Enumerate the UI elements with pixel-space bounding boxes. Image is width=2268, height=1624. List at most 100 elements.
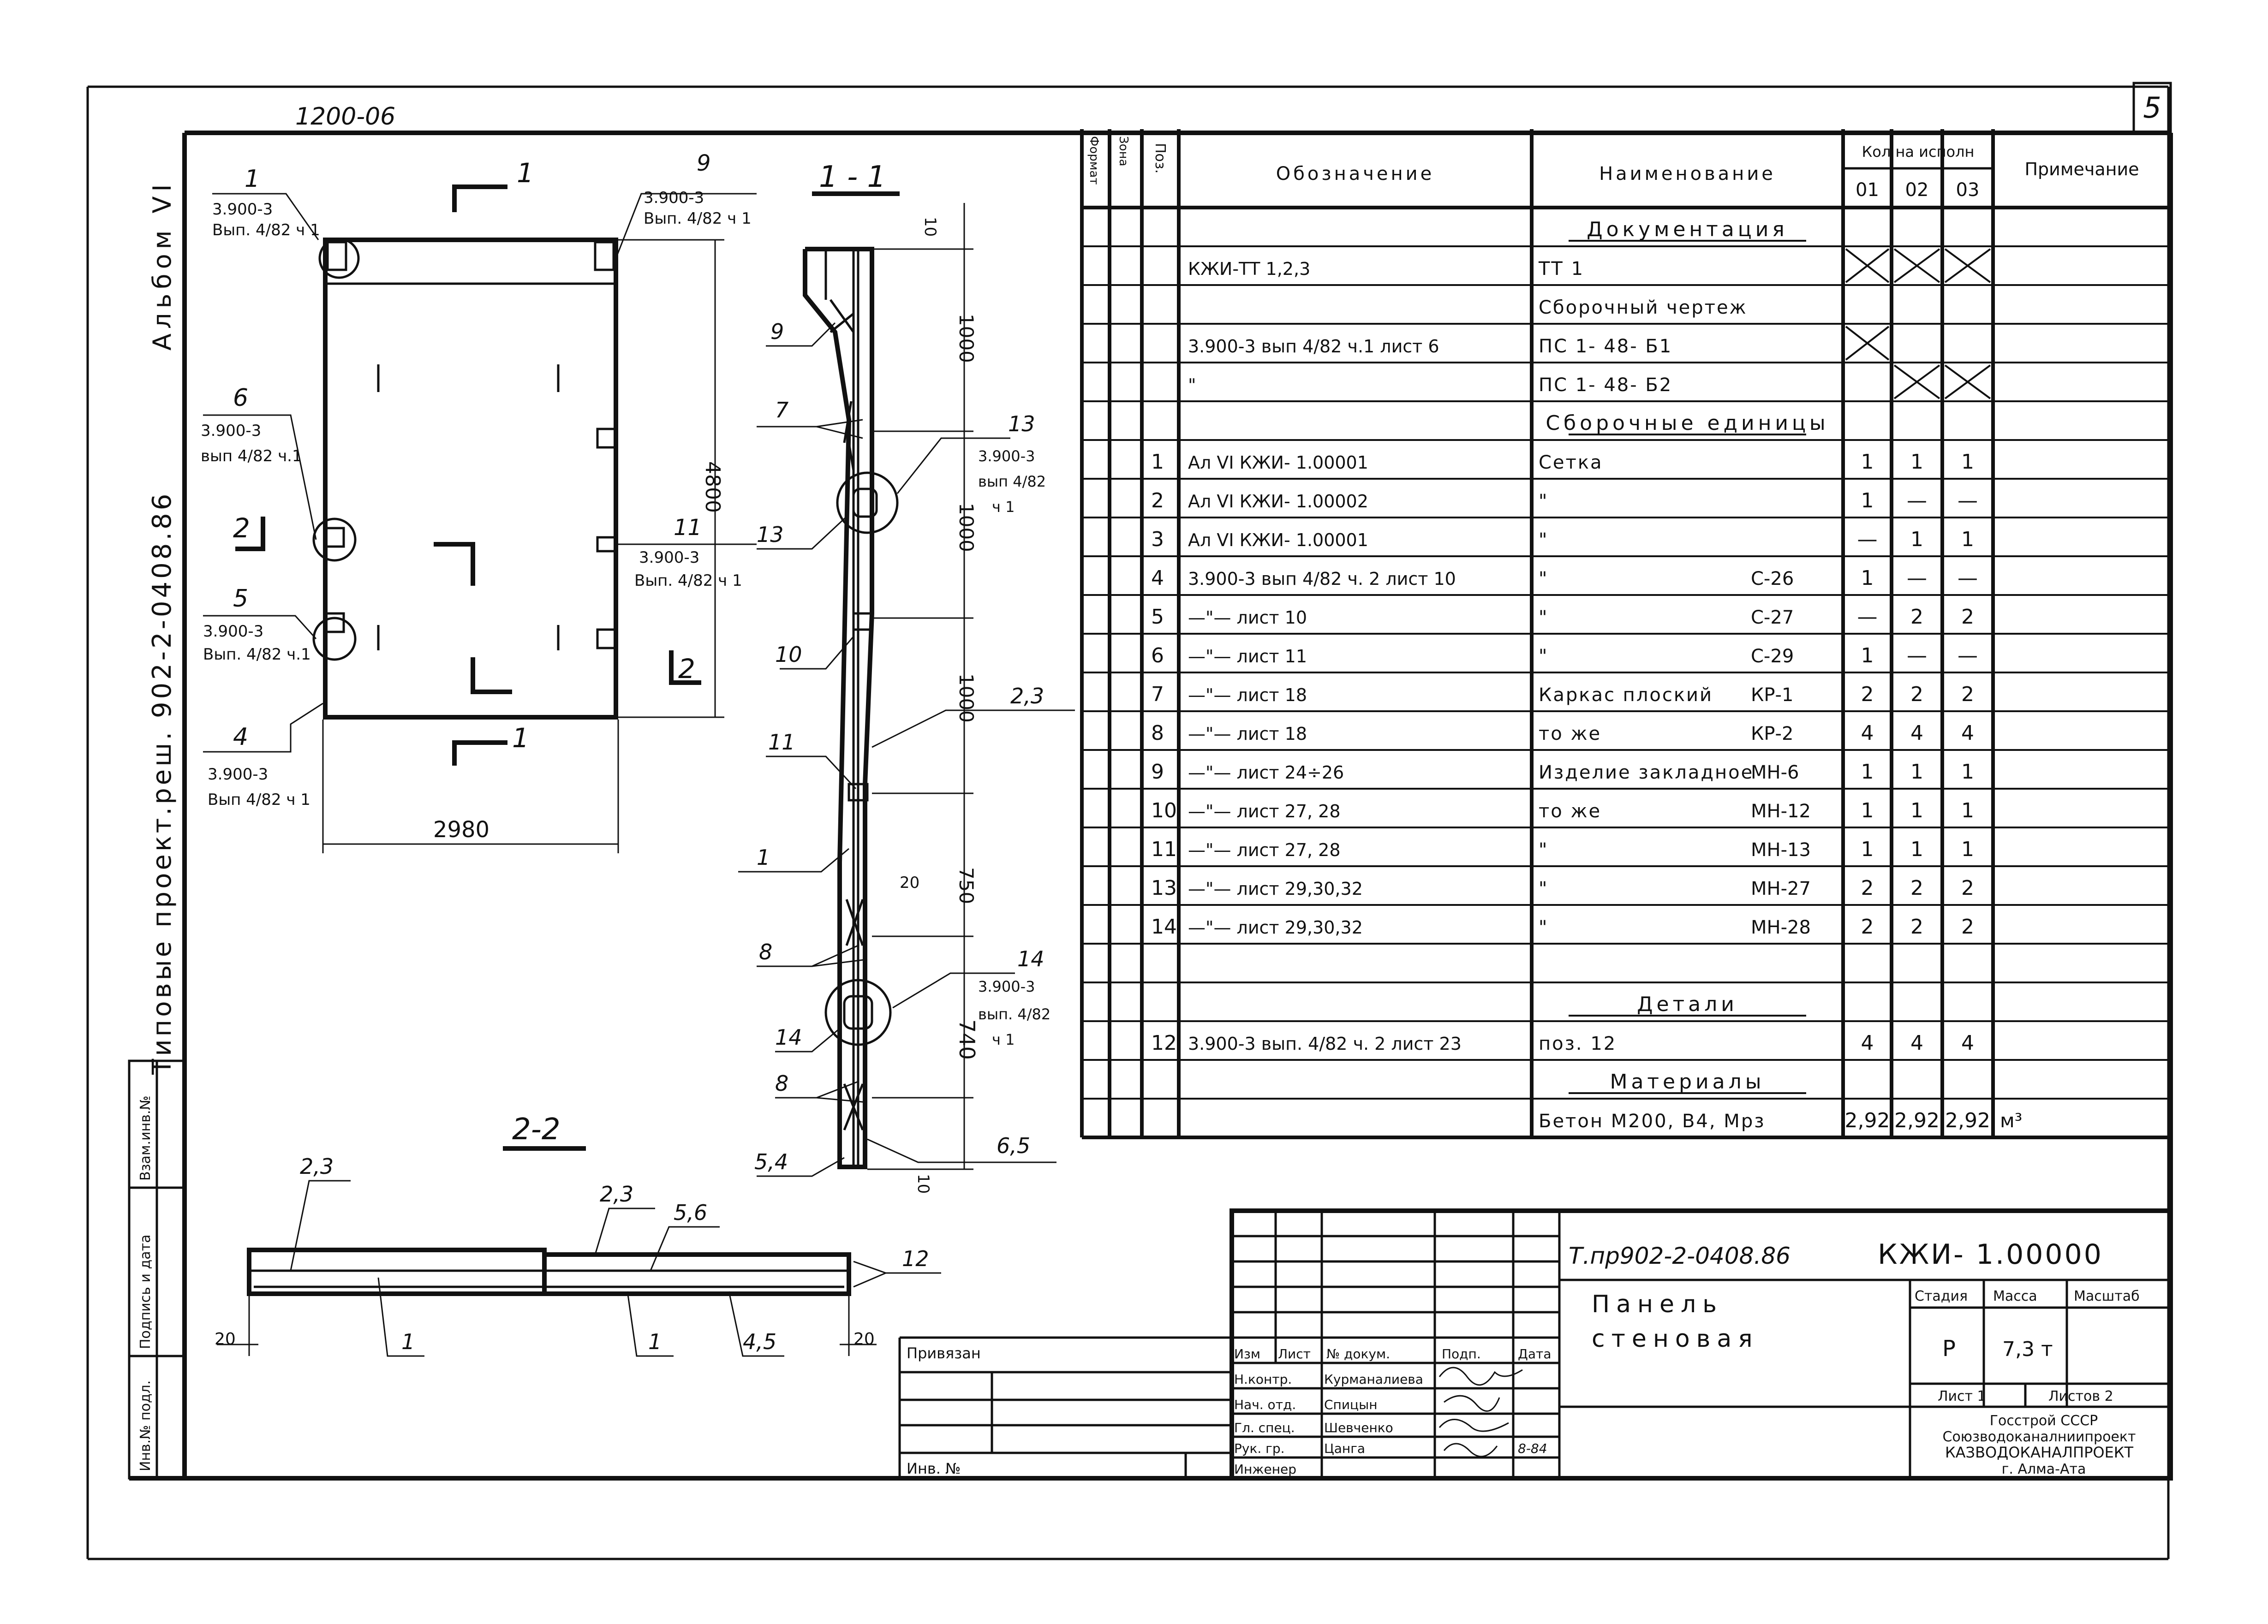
callout-4-ref1: 3.900-3 <box>208 765 268 784</box>
spec-name: то же <box>1539 723 1601 744</box>
sheet-number: 5 <box>2143 91 2161 125</box>
spec-name: поз. 12 <box>1539 1033 1617 1054</box>
s11-label-5-4: 5,4 <box>754 1149 788 1174</box>
spec-note: м³ <box>2000 1109 2023 1132</box>
spec-name-mark: МН-28 <box>1751 917 1811 938</box>
spec-qty-q2: 2,92 <box>1894 1109 1940 1132</box>
callout-9-ref1: 3.900-3 <box>644 189 704 207</box>
header-q2: 02 <box>1905 179 1929 201</box>
spec-qty-q3: 4 <box>1961 1031 1974 1055</box>
org-line-3: КАЗВОДОКАНАЛПРОЕКТ <box>1945 1444 2134 1461</box>
spec-qty-q2: — <box>1907 489 1927 512</box>
s11-label-1: 1 <box>757 845 770 870</box>
staff-role-2: Нач. отд. <box>1234 1397 1296 1412</box>
panel-elevation: 1 1 2 2 2980 4800 1 3.900-3 Вып. 4/82 ч … <box>201 150 757 853</box>
spec-pos: 5 <box>1151 605 1164 629</box>
spec-cross-b <box>1944 248 1991 283</box>
dim-1-1-1000a: 1000 <box>955 314 978 363</box>
margin-cell-sign: Подпись и дата <box>137 1235 154 1350</box>
spec-qty-q1: 4 <box>1861 1031 1874 1055</box>
spec-designation: 3.900-3 вып 4/82 ч.1 лист 6 <box>1188 336 1439 357</box>
spec-qty-q1: 1 <box>1861 566 1874 590</box>
header-format: Формат <box>1087 136 1101 185</box>
spec-designation: —"— лист 29,30,32 <box>1188 917 1363 938</box>
spec-qty-q2: 1 <box>1910 838 1923 861</box>
dim-width: 2980 <box>433 817 489 843</box>
s11-label-8a: 8 <box>759 940 772 964</box>
spec-qty-q3: 1 <box>1961 760 1974 784</box>
staff-date-4: 8-84 <box>1518 1441 1547 1456</box>
col-header-sign: Подп. <box>1442 1346 1481 1362</box>
spec-pos: 4 <box>1151 566 1164 590</box>
dim-height: 4800 <box>701 461 724 513</box>
spec-qty-q1: 4 <box>1861 721 1874 745</box>
dim-1-1-740: 740 <box>955 1019 979 1060</box>
privyazan-label: Привязан <box>907 1344 981 1362</box>
s11-callout13-ref3: ч 1 <box>992 498 1015 516</box>
sheet-label: Лист 1 <box>1938 1388 1986 1404</box>
spec-cross-b <box>1944 364 1991 399</box>
spec-qty-q1: 1 <box>1861 760 1874 784</box>
title-block: Привязан Инв. № Изм Лист № докум. Подп. … <box>898 1208 2173 1481</box>
col-header-doc: № докум. <box>1326 1346 1390 1362</box>
spec-name: ПС 1- 48- Б1 <box>1539 336 1672 357</box>
spec-name: " <box>1539 646 1548 667</box>
s11-label-14-left: 14 <box>775 1025 802 1050</box>
spec-cross-b <box>1893 364 1940 399</box>
spec-qty-q3: — <box>1958 566 1978 590</box>
spec-name: " <box>1539 529 1548 551</box>
spec-section-heading: Документация <box>1587 218 1788 241</box>
header-qty-group: Кол на исполн <box>1862 143 1975 161</box>
spec-pos: 1 <box>1151 450 1164 474</box>
section-1-1: 1 - 1 10 1000 1000 1000 750 740 20 10 <box>738 160 1075 1194</box>
mass-value: 7,3 т <box>2002 1338 2053 1361</box>
callout-6-ref2: вып 4/82 ч.1 <box>201 447 302 465</box>
spec-qty-q3: 1 <box>1961 838 1974 861</box>
spec-pos: 7 <box>1151 683 1164 706</box>
mass-label: Масса <box>1993 1288 2037 1304</box>
spec-designation: —"— лист 27, 28 <box>1188 801 1341 821</box>
s11-label-9: 9 <box>770 319 784 344</box>
spec-qty-q2: 1 <box>1910 528 1923 551</box>
s22-label-4-5: 4,5 <box>743 1329 776 1354</box>
org-line-1: Госстрой СССР <box>1990 1413 2098 1429</box>
org-line-4: г. Алма-Ата <box>2002 1461 2086 1477</box>
spec-qty-q2: 2 <box>1910 915 1923 939</box>
spec-qty-q3: 2,92 <box>1945 1109 1990 1132</box>
spec-pos: 6 <box>1151 644 1164 667</box>
staff-role-5: Инженер <box>1234 1462 1296 1477</box>
s11-label-13-right: 13 <box>1008 411 1035 436</box>
spec-name: Сборочный чертеж <box>1539 297 1748 318</box>
spec-qty-q2: 1 <box>1910 450 1923 474</box>
dim-1-1-top: 10 <box>921 217 939 237</box>
spec-qty-q3: 4 <box>1961 721 1974 745</box>
spec-name-mark: С-26 <box>1751 568 1794 589</box>
spec-qty-q2: 4 <box>1910 1031 1923 1055</box>
spec-qty-q3: 2 <box>1961 683 1974 706</box>
spec-designation: —"— лист 24÷26 <box>1188 762 1344 783</box>
spec-name-mark: С-27 <box>1751 607 1794 628</box>
spec-qty-q1: 1 <box>1861 489 1874 512</box>
spec-name-mark: МН-27 <box>1751 878 1811 899</box>
callout-11-ref2: Вып. 4/82 ч 1 <box>634 571 742 590</box>
callout-9-num: 9 <box>697 150 711 176</box>
callout-5-num: 5 <box>233 585 248 613</box>
spec-pos: 13 <box>1151 876 1177 900</box>
spec-qty-q2: 1 <box>1910 799 1923 822</box>
callout-6-num: 6 <box>233 384 248 412</box>
spec-name-mark: КР-2 <box>1751 723 1793 744</box>
spec-designation: —"— лист 29,30,32 <box>1188 879 1363 899</box>
spec-pos: 10 <box>1151 799 1177 822</box>
s22-dim-left: 20 <box>215 1330 236 1349</box>
col-header-date: Дата <box>1518 1346 1552 1362</box>
s11-callout14-ref2: вып. 4/82 <box>978 1005 1050 1023</box>
spec-qty-q2: 2 <box>1910 683 1923 706</box>
dim-1-1-1000b: 1000 <box>955 503 978 552</box>
spec-section-heading: Сборочные единицы <box>1546 411 1829 435</box>
spec-qty-q1: 1 <box>1861 450 1874 474</box>
spec-designation: Ал VI КЖИ- 1.00001 <box>1188 530 1368 550</box>
spec-designation: КЖИ-ТТ 1,2,3 <box>1188 259 1310 279</box>
s11-callout13-ref1: 3.900-3 <box>978 447 1035 465</box>
spec-qty-q2: 2 <box>1910 605 1923 629</box>
